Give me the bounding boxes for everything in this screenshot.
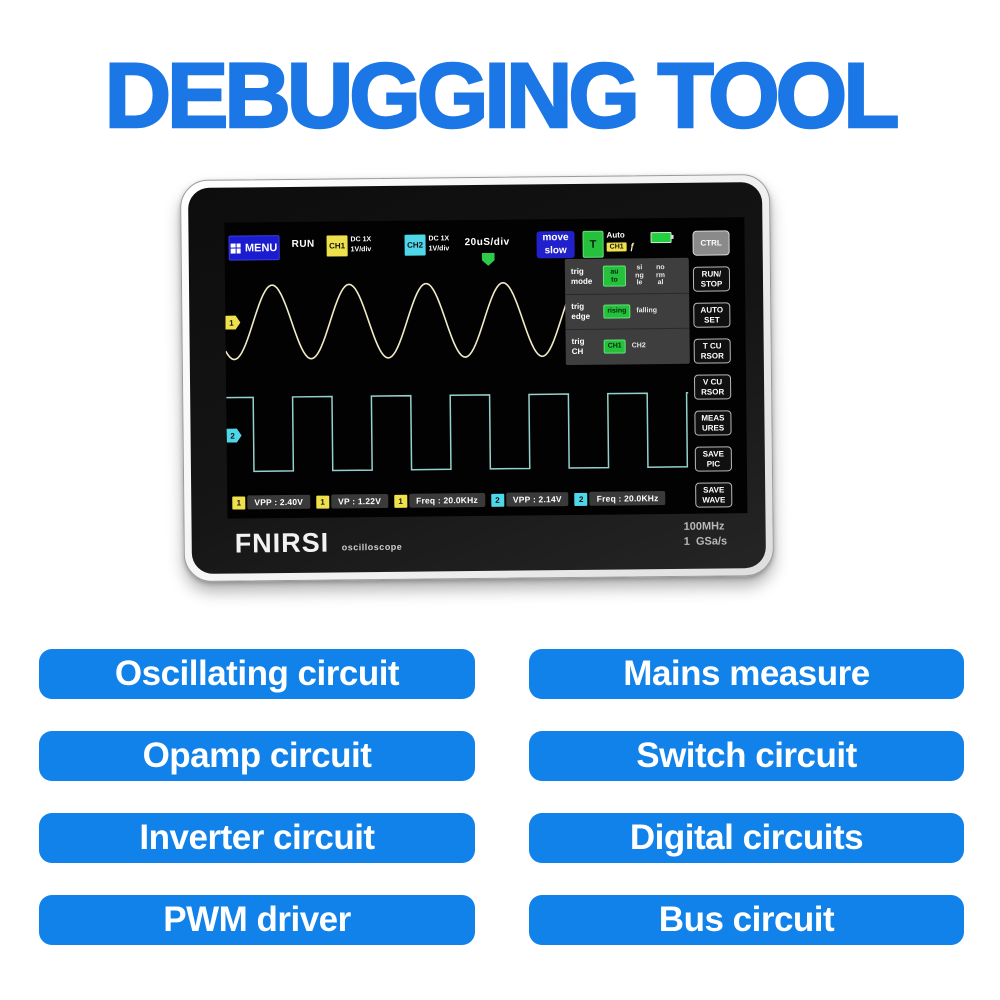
menu-button[interactable]: MENU [228,235,280,261]
trigger-t-badge[interactable]: T [582,230,604,258]
measurement-value: VPP : 2.14V [505,492,569,507]
feature-button-mains-measure[interactable]: Mains measure [529,649,964,699]
trigger-option-si-ng-le[interactable]: si ng le [635,264,644,287]
ch1-badge[interactable]: CH1 [326,235,348,257]
trigger-option-no-rm-al[interactable]: no rm al [655,264,665,287]
measurement-value: Freq : 20.0KHz [589,491,666,506]
feature-button-digital-circuits[interactable]: Digital circuits [529,813,964,863]
run-status: RUN [291,238,315,250]
feature-button-opamp-circuit[interactable]: Opamp circuit [39,731,475,781]
channel-1-badge: 1 [232,495,246,510]
feature-button-oscillating-circuit[interactable]: Oscillating circuit [39,649,475,699]
menu-label: MENU [244,241,278,254]
channel-1-badge: 1 [393,494,408,508]
ch2-square-waveform [226,392,689,473]
trigger-source-badge: CH1 [606,241,627,252]
trigger-status[interactable]: Auto CH1 ƒ [606,230,634,251]
brand-logo: FNIRSI [234,527,330,559]
feature-button-switch-circuit[interactable]: Switch circuit [529,731,964,781]
ch2-badge[interactable]: CH2 [404,234,426,256]
battery-icon [650,231,672,244]
trigger-option-falling[interactable]: falling [636,307,658,315]
trigger-edge-icon: ƒ [629,241,635,252]
waveform-display [225,281,689,473]
ch1-sine-waveform [225,281,582,361]
trigger-option-ch2[interactable]: CH2 [631,342,646,350]
feature-button-inverter-circuit[interactable]: Inverter circuit [39,813,475,863]
measurement-value: VPP : 2.40V [247,494,311,510]
page-title: DEBUGGING TOOL [103,44,900,149]
trigger-option-au-to[interactable]: au to [602,265,627,287]
brand-subtitle: oscilloscope [341,541,403,553]
channel-2-badge: 2 [574,492,588,506]
trigger-option-ch1[interactable]: CH1 [603,339,626,354]
softkey-ctrl[interactable]: CTRL [692,230,730,256]
feature-button-pwm-driver[interactable]: PWM driver [39,895,475,945]
measurement-value: Freq : 20.0KHz [408,492,485,508]
menu-grid-icon [230,242,241,254]
feature-button-bus-circuit[interactable]: Bus circuit [529,895,964,945]
measurement-value: VP : 1.22V [331,493,389,509]
channel-1-badge: 1 [316,495,330,509]
timebase-setting[interactable]: 20uS/div [464,236,510,249]
trigger-option-rising[interactable]: rising [603,304,631,319]
softkey-run-stop[interactable]: RUN/STOP [692,266,731,292]
channel-2-badge: 2 [490,493,504,507]
trigger-mode-label: Auto [606,230,625,240]
